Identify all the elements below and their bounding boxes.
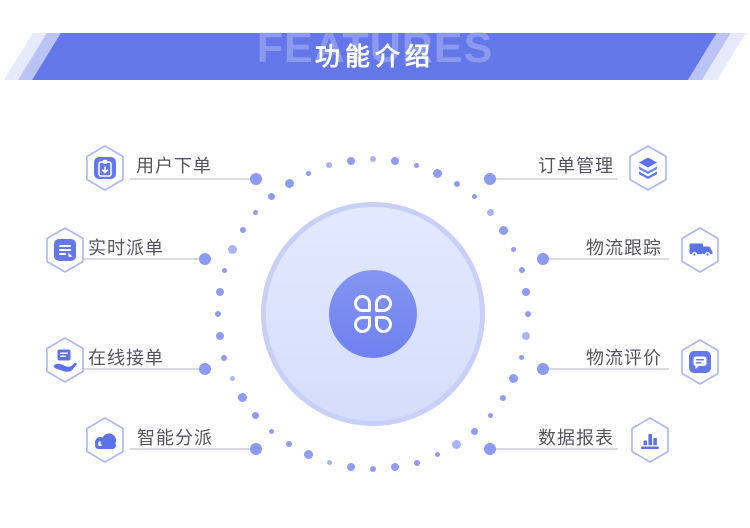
ring-dot [346,463,355,472]
ring-dot [452,439,462,449]
ring-dot [252,412,260,419]
header-watermark: FEATURES [256,24,494,72]
ring-dot [453,180,460,187]
ring-dot [487,413,493,418]
ring-dot [500,394,507,401]
connector-dot [199,363,211,375]
ring-dot [306,170,312,176]
ring-dot [511,247,517,253]
ring-dot [432,168,442,178]
ring-dot [434,452,440,458]
ring-dot [509,373,519,383]
connector-line [130,178,252,180]
chat-icon [681,339,719,385]
ring-dot [472,194,477,200]
ring-dot [525,311,531,317]
ring-dot [286,441,293,448]
connector-line [494,448,618,450]
ring-dot [268,428,274,434]
hand-doc-icon [46,337,84,383]
inner-circle [261,202,485,426]
ring-dot [253,209,259,215]
ring-dot [215,332,224,341]
feature-label-dispatch: 实时派单 [88,238,164,258]
connector-line [80,368,201,370]
connector-line [130,448,252,450]
ring-dot [221,354,228,361]
feature-label-logistics-track: 物流跟踪 [586,238,662,258]
ring-dot [326,460,332,466]
connector-line [80,258,201,260]
connector-dot [484,443,496,455]
clover-icon [354,295,392,333]
ring-dot [239,227,246,234]
ring-dot [304,450,314,460]
ring-dot [522,287,531,296]
connector-line [547,258,669,260]
ring-dot [391,156,400,165]
connector-dot [484,173,496,185]
ring-dot [370,156,376,162]
ring-dot [370,466,376,472]
feature-label-data-report: 数据报表 [538,428,614,448]
clover-petal [375,295,392,312]
connector-line [494,178,618,180]
ring-dot [413,459,420,466]
ring-dot [215,311,221,317]
connector-line [547,368,669,370]
ring-dot [284,179,294,189]
connector-dot [537,363,549,375]
ring-dot [519,355,525,361]
truck-icon [681,227,719,273]
ring-dot [229,375,235,381]
ring-dot [414,162,420,168]
ring-dot [346,156,355,165]
ring-dot [471,427,478,435]
cloud-icon [86,417,124,463]
ring-dot [267,193,275,201]
clover-petal [354,316,371,333]
center-badge [329,270,417,358]
ring-dot [498,225,508,235]
feature-label-smart-assign: 智能分派 [137,428,213,448]
connector-dot [537,253,549,265]
feature-label-online-accept: 在线接单 [88,348,164,368]
page-title: 功能介绍 [314,43,435,71]
ring-dot [227,245,237,255]
bar-chart-icon [631,417,669,463]
connector-dot [199,253,211,265]
feature-label-order-manage: 订单管理 [538,156,614,176]
document-icon [46,227,84,273]
clipboard-down-icon [86,145,124,191]
clover-petal [375,316,392,333]
connector-dot [250,173,262,185]
layers-icon [629,145,667,191]
ring-dot [522,332,531,341]
ring-dot [215,287,224,296]
ring-dot [238,393,248,403]
ring-dot [486,208,494,216]
ring-dot [518,267,525,274]
ring-dot [326,162,333,169]
feature-label-logistics-review: 物流评价 [586,348,662,368]
ring-dot [391,463,400,472]
clover-petal [354,295,371,312]
connector-dot [250,443,262,455]
ring-dot [221,267,227,273]
feature-label-user-order: 用户下单 [136,156,212,176]
